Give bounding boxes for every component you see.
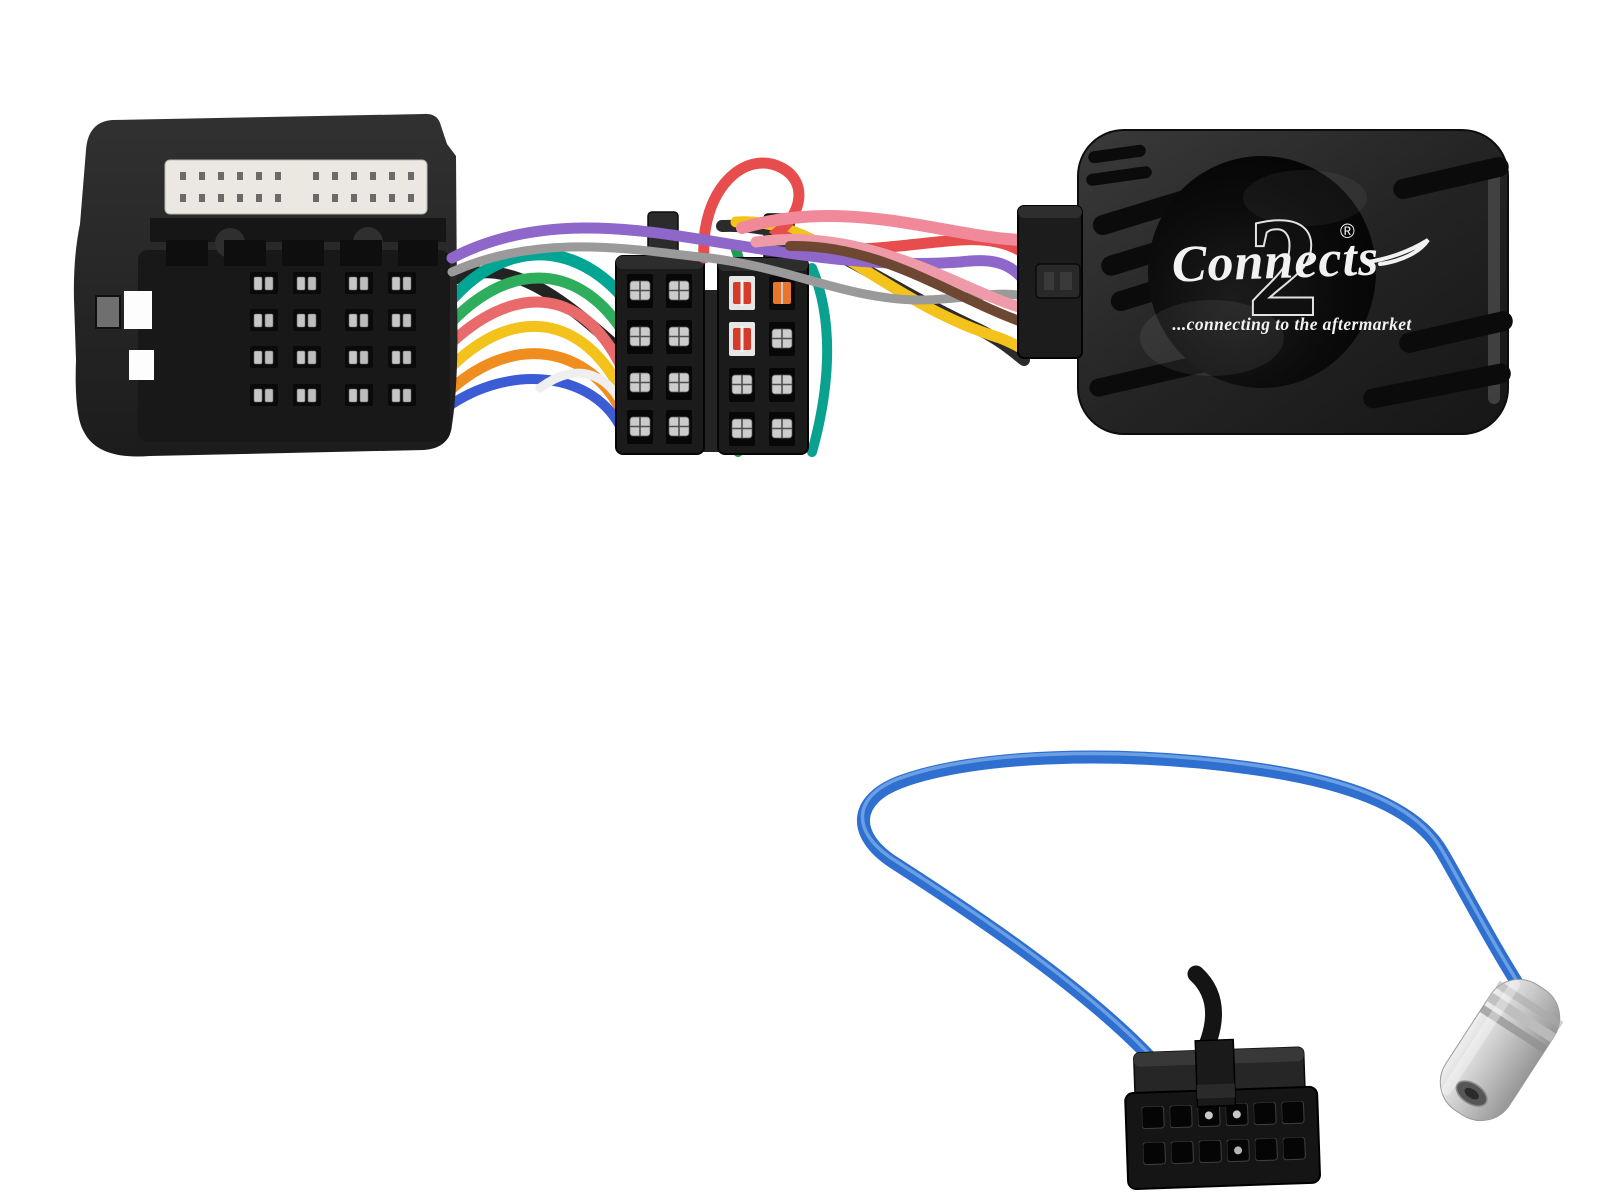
connects2-logo: 2 Connects ® ...connecting to the afterm… [1171,188,1430,347]
molex-pin-contact-2 [1232,1110,1241,1119]
iso-connector-right [717,257,809,455]
wire-yellow [440,320,628,398]
logo-swash [1366,238,1430,266]
wire-purple-span [446,222,1028,284]
plug-latch-ridge-2 [1060,272,1072,290]
quadlock-pin-strip [164,159,428,215]
antenna-din-plug [1439,978,1564,1122]
din-plug-collar-1 [1495,980,1564,1029]
antenna-cable-highlight [860,751,1529,1065]
logo-numeral-2: 2 [1248,190,1318,345]
din-plug-collar-3 [1479,1004,1548,1054]
wire-teal [440,248,628,312]
logo-tagline: ...connecting to the aftermarket [1172,314,1412,334]
wire-harness-left [440,245,833,457]
wire-harness-right [446,157,1030,366]
wire-pink-upper [736,210,1028,246]
wire-green [440,272,628,336]
pin-strip-contacts [180,172,414,202]
molex-socket-grid [1141,1101,1305,1165]
din-plug-collar-2 [1486,992,1556,1043]
gloss-reflection-upper [1243,170,1367,226]
logo-brand-text: Connects [1171,229,1380,293]
din-plug-tip-bore [1464,1087,1479,1100]
wire-yellow-long [730,216,1030,356]
quadlock-key-tabs [166,240,438,266]
wire-teal-vertical [807,263,833,457]
wire-pink-lower [750,233,1028,314]
quadlock-connector [73,113,458,457]
wire-brown [785,240,1027,327]
box-edge-highlight [1488,162,1500,404]
din-plug-highlight [1441,979,1521,1096]
interface-plug-bevel [1018,206,1082,218]
interface-box: 2 Connects ® ...connecting to the afterm… [1077,129,1513,435]
interface-plug-latch [1035,263,1081,299]
wire-red-loop [698,157,1028,264]
antenna-cable [857,750,1535,1073]
molex-connector [1124,1038,1321,1190]
quadlock-side-hole-grey [95,295,121,329]
box-gloss-circle [1148,156,1376,388]
wire-red [442,296,628,374]
molex-pin-contact-1 [1204,1111,1213,1120]
interface-plug [1017,205,1083,359]
din-plug-body [1439,978,1561,1122]
iso-connector-left [615,255,705,455]
wire-blue [441,374,627,435]
antenna-adapter [857,750,1564,1190]
gloss-reflection-lower [1140,300,1284,376]
molex-pin-contact-3 [1234,1146,1243,1155]
logo-registered-mark: ® [1340,221,1355,243]
cable-tie-band [1196,1083,1236,1099]
quadlock-shelf [150,218,446,242]
quadlock-side-hole-top [124,291,152,329]
plug-latch-ridge-1 [1044,272,1054,290]
quadlock-side-hole-bottom [129,350,154,380]
